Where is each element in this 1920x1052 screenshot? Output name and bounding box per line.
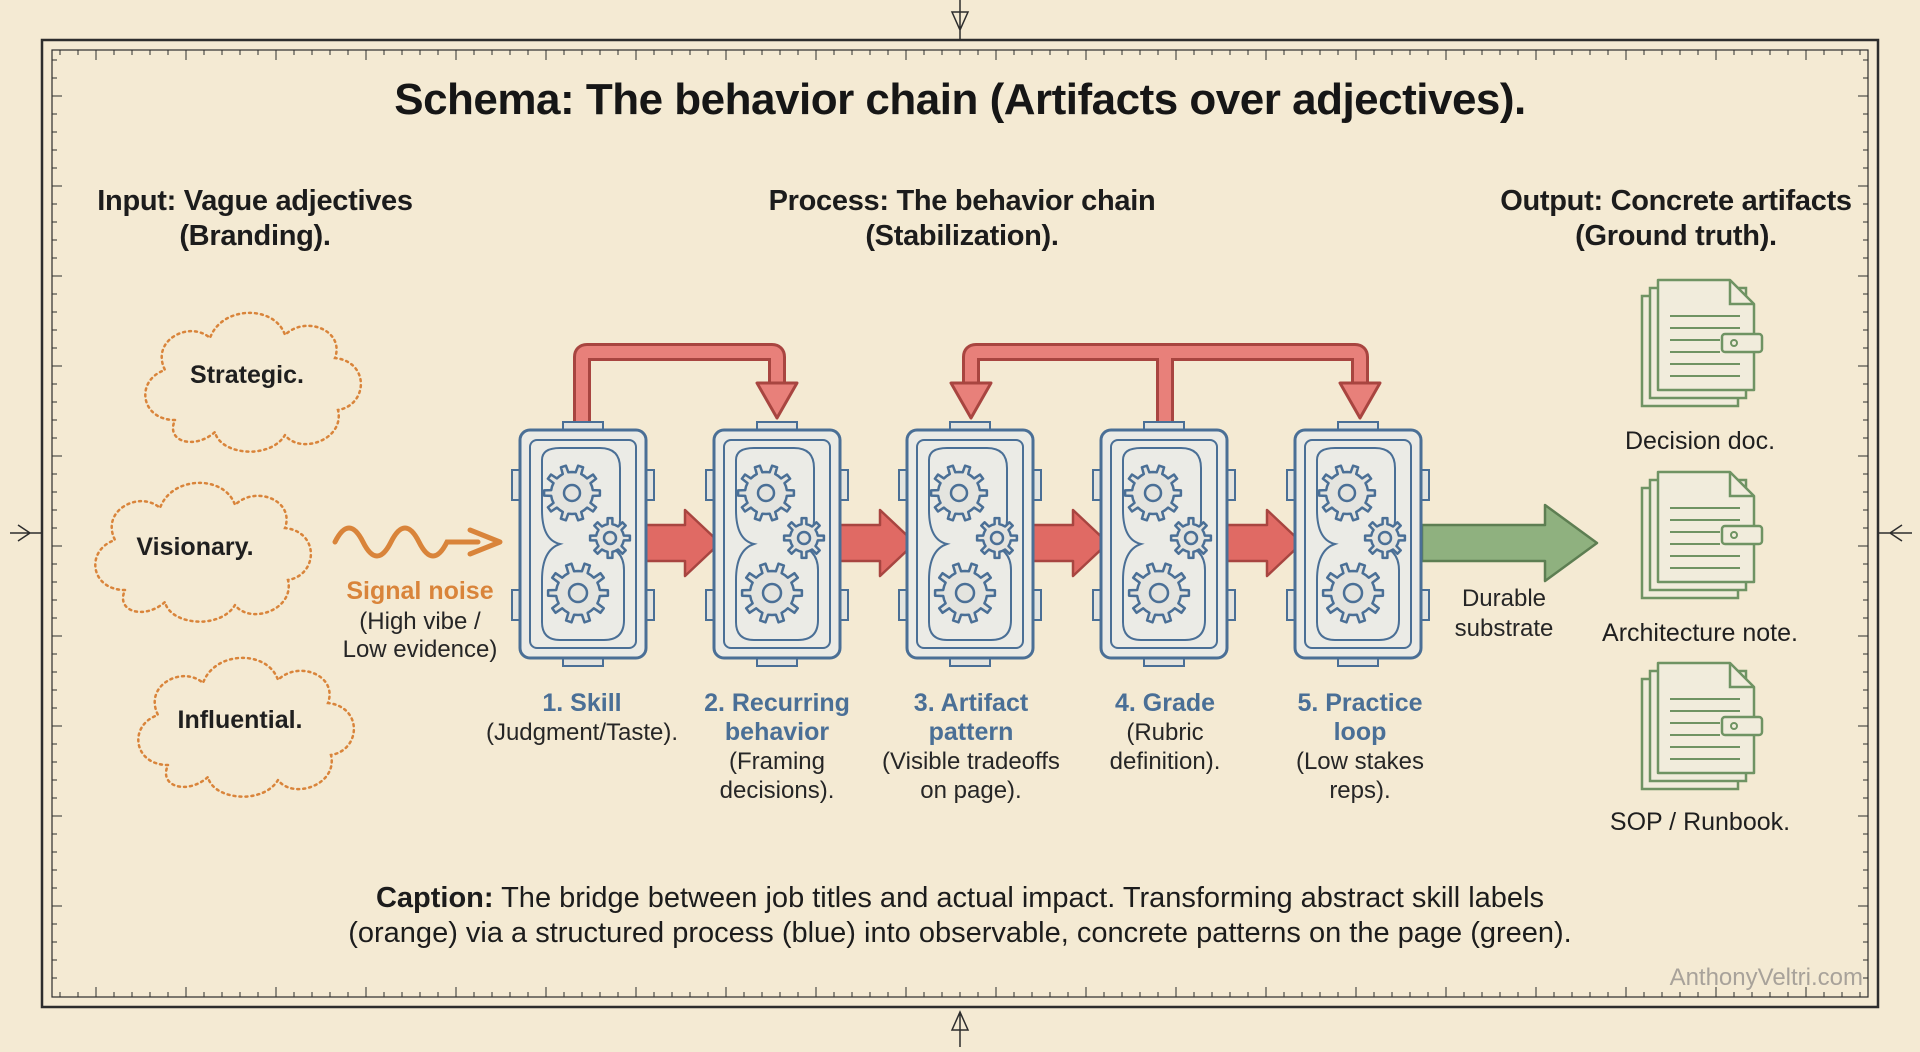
machine-step-1 [511,421,655,667]
caption-bold: Caption: [376,882,494,914]
output-heading-line1: Output: Concrete artifacts [1500,185,1852,217]
durable-label-line2: substrate [1455,615,1554,642]
step-3-desc-line2: on page). [920,777,1021,804]
step-5-desc-line2: reps). [1329,777,1390,804]
step-3-title-line2: pattern [929,718,1014,746]
cloud-visionary-label: Visionary. [136,533,253,561]
cloud-influential: Influential. [137,656,355,798]
process-heading-line1: Process: The behavior chain [769,185,1156,217]
arrow-step2-step3 [838,508,917,578]
process-heading-line2: (Stabilization). [865,220,1058,252]
artifact-2: Architecture note. [1602,470,1798,647]
step-4-desc-line2: definition). [1110,748,1221,775]
output-artifacts: Decision doc. Architecture note. SOP / Run… [1602,278,1798,836]
artifact-3-label: SOP / Runbook. [1610,808,1790,836]
machine-step-5 [1286,421,1430,667]
signal-noise-wave [332,525,503,559]
artifact-1: Decision doc. [1625,278,1775,455]
machine-step-3 [898,421,1042,667]
step-4-desc-line1: (Rubric [1126,719,1203,746]
arrow-step4-step5 [1225,508,1304,578]
durable-label-line1: Durable [1462,585,1546,612]
cloud-strategic-label: Strategic. [190,361,304,389]
cloud-visionary: Visionary. [94,481,312,623]
step-2-desc-line2: decisions). [720,777,835,804]
signal-noise-sub-line1: (High vibe / [359,608,481,635]
arrow-step3-step4 [1031,508,1110,578]
artifact-1-label: Decision doc. [1625,427,1775,455]
machine-step-2 [705,421,849,667]
artifact-3: SOP / Runbook. [1610,661,1790,836]
process-machines [511,421,1430,667]
cloud-strategic: Strategic. [144,311,362,453]
caption-line2: (orange) via a structured process (blue)… [348,917,1572,949]
arrow-step1-step2 [643,508,722,578]
cloud-influential-label: Influential. [178,706,303,734]
step-1-label: 1. Skill(Judgment/Taste). [486,689,678,746]
machine-step-4 [1092,421,1236,667]
step-5-title-line2: loop [1334,718,1387,746]
durable-substrate-arrow [1420,503,1599,583]
output-heading: Output: Concrete artifacts (Ground truth… [1500,185,1852,252]
step-3-title-line1: 3. Artifact [914,689,1029,717]
step-4-title-line1: 4. Grade [1115,689,1215,717]
step-2-title-line1: 2. Recurring [704,689,850,717]
forward-arrows [643,508,1304,578]
step-2-title-line2: behavior [725,718,829,746]
diagram-title: Schema: The behavior chain (Artifacts ov… [394,75,1526,124]
signal-noise-sub-line2: Low evidence) [343,636,498,663]
artifact-2-label: Architecture note. [1602,619,1798,647]
input-heading: Input: Vague adjectives (Branding). [97,185,413,252]
output-heading-line2: (Ground truth). [1575,220,1777,252]
signal-noise-label: Signal noise [346,577,493,605]
step-5-title-line1: 5. Practice [1297,689,1422,717]
frame [10,0,1912,1047]
input-heading-line1: Input: Vague adjectives [97,185,412,217]
caption-line1: Caption: The bridge between job titles a… [376,882,1544,914]
step-5-desc-line1: (Low stakes [1296,748,1424,775]
process-step-labels: 1. Skill(Judgment/Taste). 2. Recurringbeh… [486,689,1424,804]
feedback-loop-2 [949,343,1382,430]
step-1-desc-line1: (Judgment/Taste). [486,719,678,746]
process-heading: Process: The behavior chain (Stabilizati… [769,185,1156,252]
step-1-title-line1: 1. Skill [542,689,621,717]
watermark: AnthonyVeltri.com [1670,964,1863,991]
step-2-desc-line1: (Framing [729,748,825,775]
input-heading-line2: (Branding). [179,220,330,252]
caption-text-1: The bridge between job titles and actual… [494,882,1544,914]
feedback-loop-1 [573,343,799,430]
step-3-desc-line1: (Visible tradeoffs [882,748,1060,775]
